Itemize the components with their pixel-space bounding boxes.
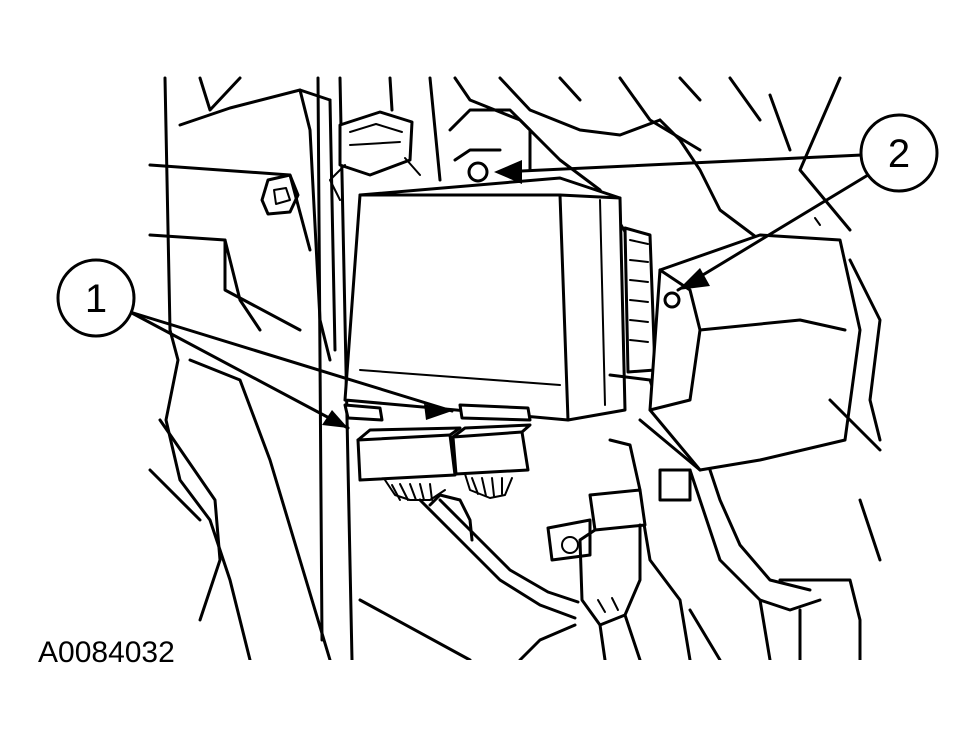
- side-connector: [608, 226, 657, 397]
- figure-id-label: A0084032: [38, 636, 175, 669]
- callout-1: 1: [56, 258, 136, 338]
- mounting-nut-upper: [467, 161, 489, 183]
- arrow-head: [678, 268, 710, 290]
- callout-1-number: 1: [85, 277, 107, 321]
- callout-leaders: [128, 153, 870, 430]
- left-frame-structure: [148, 76, 337, 662]
- mounting-nut-lower: [663, 291, 681, 309]
- top-connector: [329, 110, 421, 201]
- lower-center-connector: [518, 438, 647, 662]
- harness-connector-left: [356, 426, 462, 482]
- arrow-head: [424, 404, 452, 420]
- lower-right-tubing: [638, 418, 882, 662]
- callout-2: 2: [859, 113, 939, 193]
- right-housing: [648, 217, 882, 472]
- arrow-head: [494, 160, 522, 184]
- electronic-module: [343, 176, 627, 422]
- module-receptacles: [343, 403, 532, 422]
- callout-2-number: 2: [888, 132, 910, 176]
- arrow-head: [322, 410, 348, 428]
- wire-harness: [384, 473, 580, 620]
- harness-connector-right: [451, 423, 532, 476]
